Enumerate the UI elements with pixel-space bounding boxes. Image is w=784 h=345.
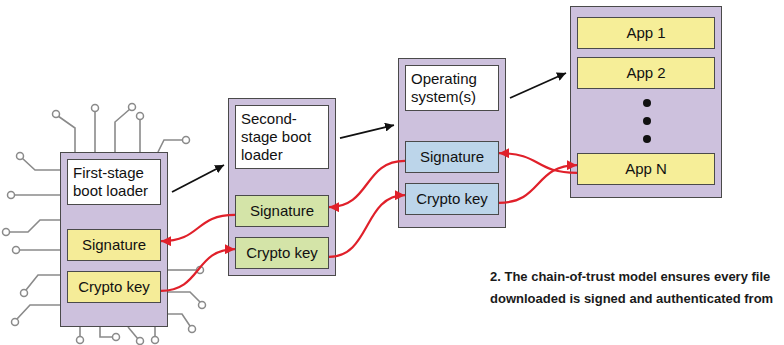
item-box: Signature bbox=[67, 229, 161, 261]
item-label: Signature bbox=[250, 202, 314, 220]
item-label: Crypto key bbox=[78, 278, 150, 296]
item-label: Crypto key bbox=[416, 190, 488, 208]
item-box: Signature bbox=[405, 141, 499, 173]
item-label: Signature bbox=[82, 236, 146, 254]
flow-arrow bbox=[510, 73, 566, 98]
item-label: App 1 bbox=[626, 24, 665, 42]
trust-arrow bbox=[161, 249, 235, 291]
item-box: Crypto key bbox=[67, 271, 161, 303]
figure-caption: 2. The chain-of-trust model ensures ever… bbox=[490, 266, 778, 310]
stage-frame: Operating system(s) SignatureCrypto key bbox=[398, 58, 506, 228]
item-box: Signature bbox=[235, 195, 329, 227]
flow-arrow bbox=[340, 125, 394, 138]
item-box: Crypto key bbox=[405, 183, 499, 215]
trust-arrow bbox=[161, 215, 235, 241]
item-label: Signature bbox=[420, 148, 484, 166]
stage-frame: First-stage boot loaderSignatureCrypto k… bbox=[60, 152, 168, 327]
stage-title: Second-stage boot loader bbox=[235, 105, 329, 169]
item-label: App N bbox=[625, 160, 667, 178]
stage-title: Operating system(s) bbox=[405, 65, 499, 111]
trust-arrow bbox=[499, 165, 577, 203]
item-label: App 2 bbox=[626, 64, 665, 82]
item-label: Crypto key bbox=[246, 244, 318, 262]
stage-frame: Second-stage boot loaderSignatureCrypto … bbox=[228, 98, 336, 276]
item-box: Crypto key bbox=[235, 237, 329, 269]
trust-arrow bbox=[329, 195, 405, 257]
trust-arrow bbox=[329, 161, 405, 207]
stage-frame: App 1 App 2 App N bbox=[570, 6, 722, 198]
item-box: App N bbox=[577, 153, 715, 185]
trust-arrow bbox=[499, 153, 577, 173]
item-box: App 2 bbox=[577, 57, 715, 89]
flow-arrow bbox=[172, 165, 224, 192]
item-box: App 1 bbox=[577, 17, 715, 49]
ellipsis-dots bbox=[577, 89, 715, 153]
stage-title: First-stage boot loader bbox=[67, 159, 161, 205]
